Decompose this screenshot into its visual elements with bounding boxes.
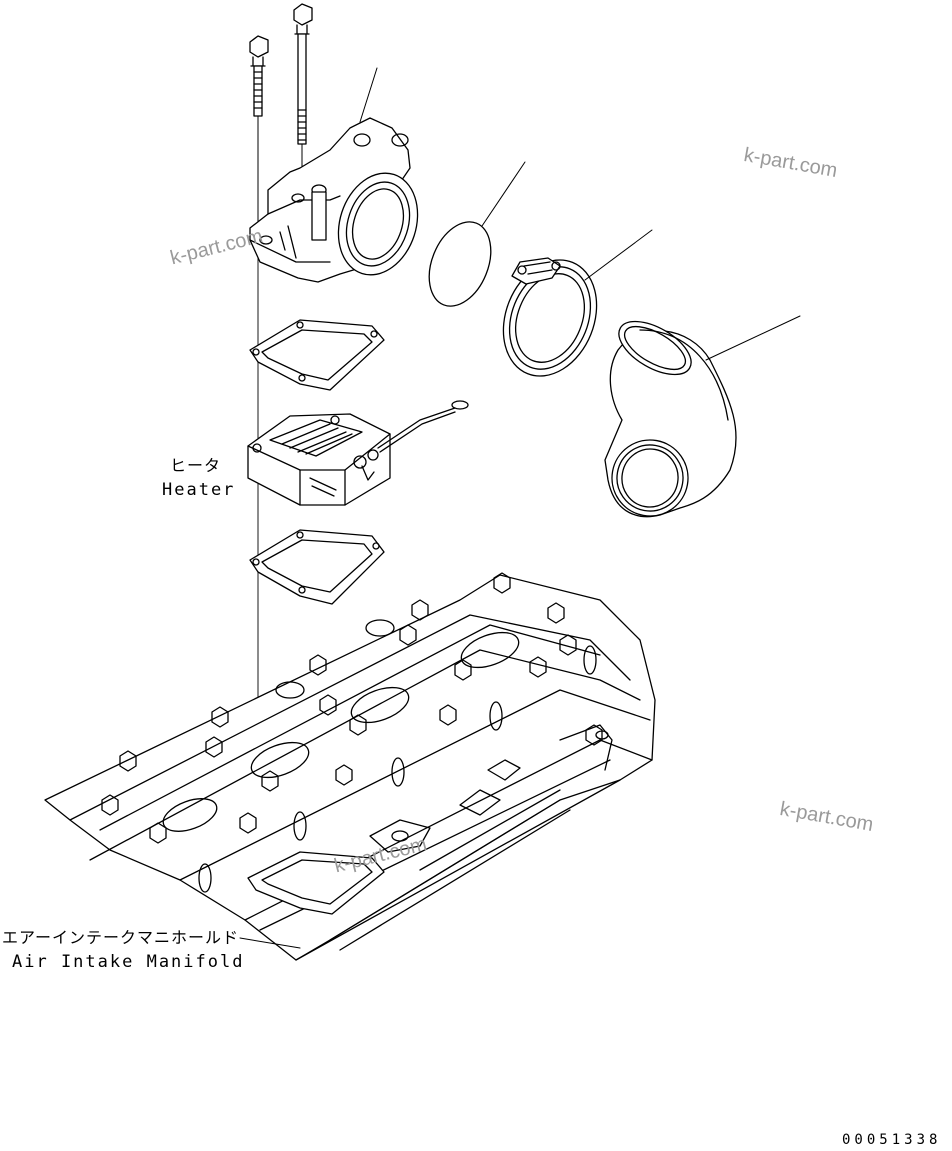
heater-label-jp: ヒータ <box>170 456 222 475</box>
o-ring <box>428 161 526 307</box>
intake-connector <box>249 67 419 283</box>
elbow-pipe <box>604 315 801 518</box>
manifold-label-jp: エアーインテークマニホールド <box>2 928 240 947</box>
gasket-lower <box>249 529 385 605</box>
drawing-number: 00051338 <box>842 1132 942 1148</box>
heater-label-en: Heater <box>162 480 236 500</box>
head-bolts <box>101 572 603 844</box>
v-band-clamp <box>502 229 653 377</box>
cylinder-head-assembly <box>44 572 656 961</box>
bolt-long-right <box>293 3 313 191</box>
heater-block <box>247 400 469 506</box>
manifold-label-en: Air Intake Manifold <box>12 952 245 972</box>
manifold-leader <box>239 937 301 949</box>
bolt-long-left <box>249 35 269 231</box>
gasket-upper <box>249 319 385 391</box>
